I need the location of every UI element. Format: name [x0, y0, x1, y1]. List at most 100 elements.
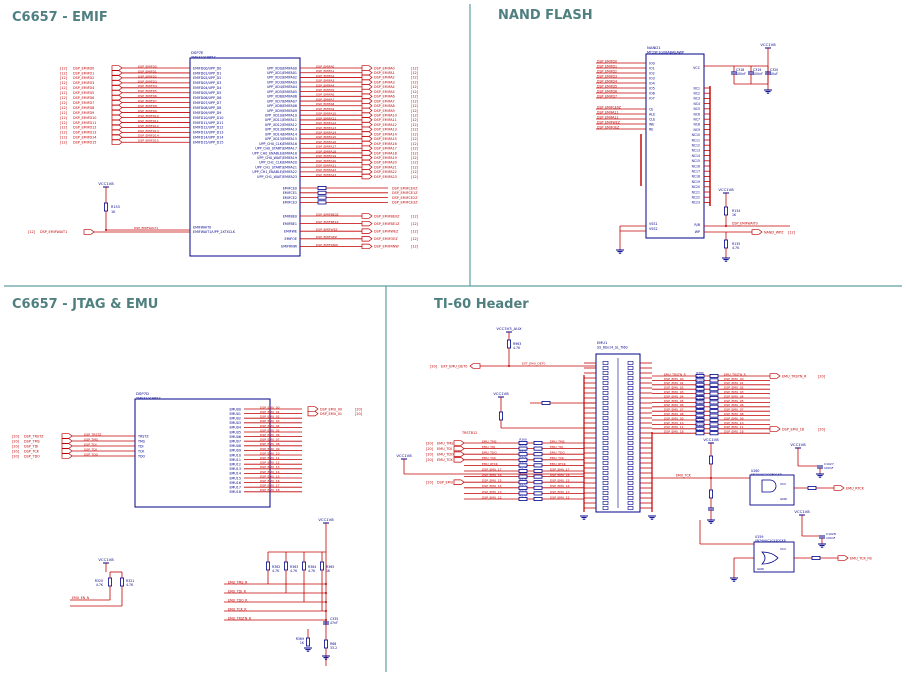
- emif-out-pin: UPP_XD9/EMIFA09: [267, 109, 297, 113]
- ti60-right-ref: R381: [696, 375, 704, 379]
- ti60-u260-part: SN74AUC1G08DCKR: [751, 473, 782, 477]
- ti60-right-resistor-2: [709, 387, 719, 392]
- jtag-emu-net: DSP_EMU_01: [260, 410, 280, 414]
- emif-out-net: DSP_EMIFA3: [316, 79, 334, 83]
- ti60-c1028: [819, 535, 825, 539]
- emif-out-net: DSP_EMIFA15: [316, 135, 336, 139]
- jtag-emu-pin: EMU00: [229, 407, 241, 411]
- emif-cs-resistor: [317, 190, 327, 195]
- emif-ctl-connector: [361, 243, 373, 250]
- ti60-header-pin: [602, 476, 609, 480]
- emif-page-tag: [12]: [60, 126, 68, 130]
- emif-dsp-body: [189, 57, 301, 257]
- emif-in-connector: [111, 95, 123, 101]
- ti60-trst-out-connector: [769, 373, 781, 379]
- vcc-label: VCC1V8: [794, 509, 810, 514]
- nand-page-tag: [12]: [788, 230, 796, 234]
- emif-out-connector: [361, 84, 373, 90]
- emif-in-net-2: DSP_EMIFD13: [138, 129, 159, 133]
- ti60-right-net-2: DSP_EMU_10: [724, 421, 744, 425]
- jtag-cap-val: 47nF: [330, 621, 338, 625]
- nand-ctl-net: DSP_EMIFCE0Z: [597, 105, 622, 109]
- nand-io-pin: IO4: [649, 81, 655, 85]
- ti60-trst-series-resistor: [541, 400, 551, 405]
- ti60-and-gate-symbol: [761, 479, 777, 493]
- emif-out-connector: [361, 126, 373, 133]
- vcc-label: VCC1V8: [318, 517, 334, 522]
- emif-page-tag: [12]: [411, 109, 419, 113]
- emif-ctl-net: DSP_EMIFOEZ: [316, 235, 337, 239]
- jtag-emu-pin: EMU08: [229, 444, 241, 448]
- ti60-left-net-3: DSP_EMU_17: [550, 467, 570, 471]
- emif-out-net-2: DSP_EMIFA2: [374, 76, 395, 80]
- emif-out-net-2: DSP_EMIFA18: [374, 151, 397, 155]
- emif-in-net-2: DSP_EMIFD4: [138, 84, 157, 88]
- emif-page-tag: [12]: [60, 76, 68, 80]
- emif-in-connector: [111, 65, 123, 71]
- emif-in-net-2: DSP_EMIFD0: [138, 64, 157, 68]
- emif-page-tag: [12]: [411, 71, 419, 75]
- emif-in-pin: EMIFD09/UPP_D9: [193, 111, 221, 115]
- emif-page-tag: [12]: [60, 66, 68, 70]
- emif-in-pin: EMIFD13/UPP_D13: [193, 131, 223, 135]
- nand-io-pin: IO3: [649, 76, 655, 80]
- ti60-header-pin: [602, 421, 609, 425]
- ti60-header-pin: [627, 406, 634, 410]
- ti60-right-net-2: DSP_EMU_07: [724, 408, 744, 412]
- jtag-in-connector: [61, 448, 73, 454]
- ti60-right-net: EMU_TRSTN_R: [664, 372, 686, 376]
- ti60-trst-label: TRSTB12: [461, 431, 477, 435]
- ti60-vcc-c1027: VCC1V8: [790, 442, 806, 449]
- emif-page-tag: [12]: [411, 156, 419, 160]
- ti60-header-pin: [627, 486, 634, 490]
- emif-in-connector: [111, 114, 123, 121]
- emif-out-net: DSP_EMIFA23: [316, 173, 336, 177]
- emif-page-tag: [12]: [411, 114, 419, 118]
- emif-out-connector: [361, 131, 373, 137]
- ti60-ref: EMU1: [597, 341, 607, 345]
- emif-in-pin: EMIFD03/UPP_D3: [193, 81, 221, 85]
- jtag-emu-pin: EMU04: [229, 426, 241, 430]
- nand-nc-pin: NC22: [692, 196, 700, 200]
- nand-rb-net: DSP_EMIFWAIT0: [732, 221, 758, 225]
- emif-out-net: DSP_EMIFA5: [316, 88, 334, 92]
- emif-in-net: DSP_EMIFD5: [73, 91, 94, 95]
- emif-out-pin: UPP_CH1_ENABLE/EMIFA22: [252, 170, 297, 174]
- emif-in-pin: EMIFD11/UPP_D11: [193, 121, 223, 125]
- emif-out-net-2: DSP_EMIFA8: [374, 104, 395, 108]
- ti60-junction: [508, 365, 510, 367]
- jtag-emu-net: DSP_EMU_15: [260, 474, 280, 478]
- emif-in-net: DSP_EMIFD0: [73, 66, 94, 70]
- emif-res-val: 1K: [111, 210, 116, 214]
- emif-out-pin: UPP_XD5/EMIFA05: [267, 90, 297, 94]
- ti60-section: EMU1SS_60x14_SL_TI60VCC3V3_AUXR9634.7K[2…: [396, 326, 872, 582]
- ti60-right-net: DSP_EMU_07: [664, 408, 684, 412]
- emif-out-connector: [361, 107, 373, 114]
- emif-out-net-2: DSP_EMIFA22: [374, 170, 397, 174]
- jtag-pull-net: EMU_TDO_R: [228, 598, 248, 602]
- nand-vcc: VCC1V8: [760, 42, 776, 49]
- emif-in-net-2: DSP_EMIFD5: [138, 89, 157, 93]
- emif-cs-net: DSP_EMIFCE0Z: [392, 186, 418, 190]
- emif-out-net: DSP_EMIFA0: [316, 64, 334, 68]
- emif-out-net-2: DSP_EMIFA13: [374, 128, 397, 132]
- ti60-right-resistor-2: [709, 400, 719, 405]
- emif-page-tag: [12]: [411, 147, 419, 151]
- nand-nc-pin: NC11: [692, 138, 700, 142]
- emif-ctl-pin: EMIFRNW: [281, 245, 298, 249]
- emif-page-tag: [12]: [60, 96, 68, 100]
- ti60-header-pin: [627, 401, 634, 405]
- ti60-left-net-3: DSP_EMU_16: [550, 473, 570, 477]
- emif-out-net-2: DSP_EMIFA17: [374, 147, 397, 151]
- emif-out-net: DSP_EMIFA2: [316, 74, 334, 78]
- ti60-header-pin: [602, 381, 609, 385]
- ti60-series-resistor: [518, 463, 528, 468]
- emif-page-tag: [12]: [60, 91, 68, 95]
- jtag-in-net-2: DSP_TRSTZ: [84, 432, 101, 436]
- ti60-header-pin: [627, 491, 634, 495]
- jtag-emu-resistor: [120, 577, 125, 587]
- jtag-emu-resistor: [108, 577, 113, 587]
- ti60-right-resistor-2: [709, 422, 719, 427]
- ti60-header-pin: [602, 441, 609, 445]
